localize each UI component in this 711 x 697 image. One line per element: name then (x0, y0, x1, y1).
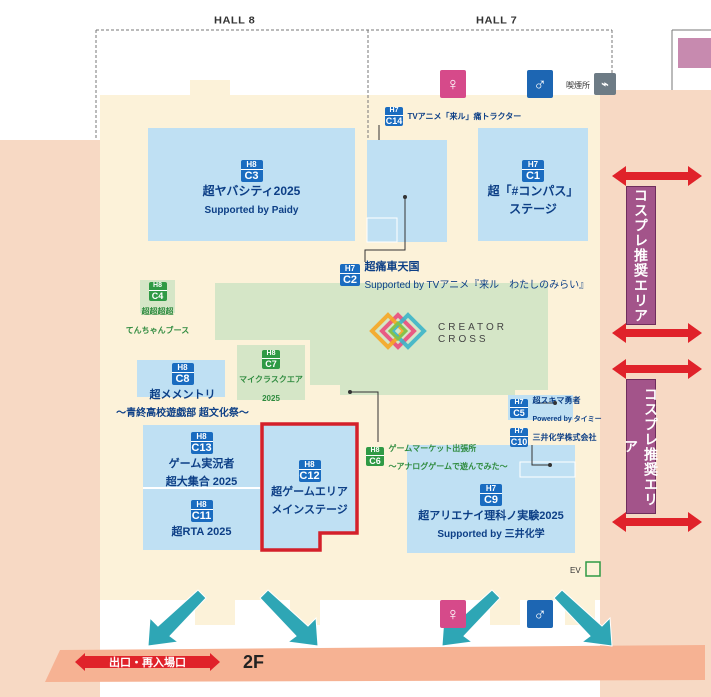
booth-c3-sub: Supported by Paidy (204, 205, 299, 217)
floor-label: 2F (243, 652, 265, 672)
booth-c10-name: 三井化学株式会社 (532, 432, 597, 442)
booth-c12-name2: メインステージ (271, 504, 348, 517)
booth-c12-area (260, 422, 359, 552)
booth-c13-name1: ゲーム実況者 (168, 458, 235, 470)
direction-arrow-4 (553, 589, 613, 647)
exit-label: 出口・再入場口 (109, 657, 186, 669)
booth-c14-area (367, 140, 447, 242)
creator-cross-logo (369, 312, 427, 350)
booth-c2-name: 超痛車天国 (364, 261, 420, 273)
creator-cross-label: CREATOR CROSS (438, 322, 507, 346)
booth-c14-name: TVアニメ「来ル」痛トラクター (407, 111, 522, 121)
booth-c2-sub: Supported by TVアニメ『来ル わたしのみらい』 (364, 280, 590, 292)
booth-c8-name1: 超メメントリ (149, 389, 216, 401)
hall-7-label: HALL 7 (476, 15, 518, 27)
exit-arrow-icon (75, 653, 220, 671)
booth-c5-name2: Powered by タイミー (532, 416, 602, 424)
booth-c6-name2: 〜アナログゲームで遊んでみた〜 (388, 462, 508, 472)
booth-c7-name1: マイクラスクエア (239, 375, 303, 385)
booth-c13-name2: 超大集合 2025 (165, 476, 238, 489)
leader-c10 (531, 445, 550, 466)
booth-c9-name2: Supported by 三井化学 (437, 529, 545, 541)
cosplay-arrow-2 (612, 323, 702, 343)
booth-c5-name1: 超スキマ勇者 (532, 396, 581, 405)
booth-c1-name1: 超「#コンパス」 (487, 184, 579, 198)
booth-c6-name1: ゲームマーケット出張所 (388, 444, 477, 453)
booth-c3-name: 超ヤバシティ2025 (202, 184, 301, 198)
booth-c1-name2: ステージ (509, 202, 557, 217)
booth-c10-area (519, 461, 576, 478)
leader-c5-dot (553, 401, 557, 405)
creator-cross-line2: CROSS (438, 334, 489, 345)
leader-c6 (350, 391, 379, 442)
cosplay-area-lower: コスプレ推奨エリア (623, 379, 659, 514)
restroom-female-icon: ♀ (440, 70, 466, 98)
hall6-booth (678, 38, 711, 68)
creator-cross-line1: CREATOR (438, 322, 507, 333)
booth-c12-name1: 超ゲームエリア (271, 486, 348, 498)
hall-8-label: HALL 8 (214, 15, 256, 27)
direction-arrow-1 (147, 589, 207, 647)
ev-icon (585, 561, 601, 577)
booth-c3-area (148, 128, 355, 241)
cosplay-area-upper: コスプレ推奨エリア (626, 186, 656, 325)
booth-c11-name: 超RTA 2025 (171, 526, 232, 538)
restroom-male-bottom-icon: ♂ (527, 600, 553, 628)
cosplay-arrow-1 (612, 166, 702, 186)
booth-c14-sub (366, 217, 398, 243)
cosplay-arrow-4 (612, 512, 702, 532)
booth-c9-name1: 超アリエナイ理科ノ実験2025 (418, 510, 564, 522)
leader-c2-dot (403, 195, 407, 199)
restroom-male-icon: ♂ (527, 70, 553, 98)
booth-c1-area (478, 128, 588, 241)
smoking-label: 喫煙所 (566, 81, 590, 90)
booth-c4-name1: 超超超超 (141, 307, 174, 317)
direction-arrow-2 (259, 589, 319, 647)
leader-c2 (364, 197, 406, 262)
leader-c10-dot (548, 463, 552, 467)
ev-label: EV (570, 566, 581, 575)
exit-sign: 出口・再入場口 (75, 653, 220, 671)
smoking-icon: ⌁ (594, 73, 616, 95)
booth-c8-name2: 〜青終高校遊戯部 超文化祭〜 (116, 408, 249, 420)
booth-c4-name2: てんちゃんブース (125, 325, 190, 335)
booth-c7-name2: 2025 (262, 393, 280, 403)
cosplay-arrow-3 (612, 359, 702, 379)
outer-area-left (0, 140, 100, 697)
leader-c6-dot (348, 390, 352, 394)
restroom-female-bottom-icon: ♀ (440, 600, 466, 628)
